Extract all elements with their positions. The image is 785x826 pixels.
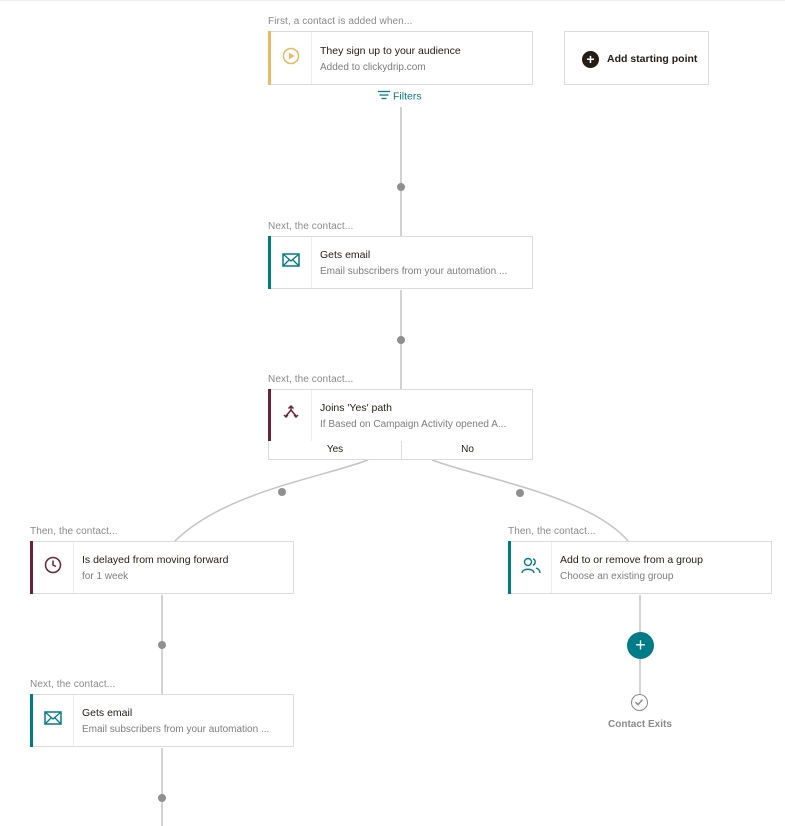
add-starting-point-button[interactable]: + Add starting point <box>564 31 709 85</box>
check-circle-icon <box>631 694 648 711</box>
condition-accent-bar <box>268 389 271 442</box>
trigger-caption: First, a contact is added when... <box>268 16 413 27</box>
email-2-caption: Next, the contact... <box>30 679 116 690</box>
contact-exits-label: Contact Exits <box>608 719 672 730</box>
envelope-icon <box>282 253 300 272</box>
people-group-icon <box>521 556 541 579</box>
condition-caption: Next, the contact... <box>268 374 354 385</box>
insert-step-node-no[interactable] <box>516 489 524 497</box>
trigger-subtitle: Added to clickydrip.com <box>320 62 426 73</box>
email-2-title: Gets email <box>82 707 133 719</box>
add-step-button[interactable]: + <box>627 632 654 659</box>
group-caption: Then, the contact... <box>508 526 596 537</box>
filter-lines-icon <box>378 90 390 103</box>
delay-icon-cell <box>33 542 74 593</box>
connector-no-path <box>431 459 629 542</box>
group-accent-bar <box>508 541 511 594</box>
branch-split-icon <box>282 404 300 427</box>
group-title: Add to or remove from a group <box>560 554 703 566</box>
trigger-title: They sign up to your audience <box>320 45 461 57</box>
condition-title: Joins 'Yes' path <box>320 402 392 414</box>
email-2-accent-bar <box>30 694 33 747</box>
trigger-card[interactable]: They sign up to your audience Added to c… <box>268 31 533 85</box>
condition-subtitle: If Based on Campaign Activity opened A..… <box>320 419 507 430</box>
email-2-icon-cell <box>33 695 74 746</box>
yes-path-tab[interactable]: Yes <box>269 441 402 459</box>
clock-icon <box>44 556 62 579</box>
email-2-subtitle: Email subscribers from your automation .… <box>82 724 270 735</box>
add-starting-point-label: Add starting point <box>607 53 698 65</box>
no-path-tab[interactable]: No <box>461 444 474 455</box>
insert-step-node[interactable] <box>397 336 405 344</box>
filters-link[interactable]: Filters <box>378 90 422 103</box>
plus-circle-icon: + <box>582 51 599 68</box>
delay-caption: Then, the contact... <box>30 526 118 537</box>
insert-step-node[interactable] <box>158 794 166 802</box>
insert-step-node[interactable] <box>397 183 405 191</box>
trigger-accent-bar <box>268 31 271 85</box>
insert-step-node[interactable] <box>158 641 166 649</box>
play-circle-icon <box>282 47 300 70</box>
group-step-card[interactable]: Add to or remove from a group Choose an … <box>508 541 772 594</box>
group-icon-cell <box>511 542 552 593</box>
condition-path-tabs: Yes No <box>268 441 533 460</box>
email-1-title: Gets email <box>320 249 371 261</box>
condition-icon-cell <box>271 390 312 441</box>
delay-step-card[interactable]: Is delayed from moving forward for 1 wee… <box>30 541 294 594</box>
insert-step-node-yes[interactable] <box>278 488 286 496</box>
email-step-card[interactable]: Gets email Email subscribers from your a… <box>268 236 533 289</box>
group-subtitle: Choose an existing group <box>560 571 674 582</box>
trigger-icon-cell <box>271 32 312 84</box>
envelope-icon <box>44 711 62 730</box>
email-accent-bar <box>268 236 271 289</box>
email-1-caption: Next, the contact... <box>268 221 354 232</box>
delay-title: Is delayed from moving forward <box>82 554 229 566</box>
delay-accent-bar <box>30 541 33 594</box>
email-icon-cell <box>271 237 312 288</box>
delay-subtitle: for 1 week <box>82 571 129 582</box>
email-step-card-2[interactable]: Gets email Email subscribers from your a… <box>30 694 294 747</box>
condition-step-card[interactable]: Joins 'Yes' path If Based on Campaign Ac… <box>268 389 533 442</box>
plus-icon: + <box>635 635 646 655</box>
filters-label: Filters <box>393 90 422 103</box>
top-divider <box>0 0 785 1</box>
email-1-subtitle: Email subscribers from your automation .… <box>320 266 508 277</box>
connector-yes-path <box>174 459 369 542</box>
